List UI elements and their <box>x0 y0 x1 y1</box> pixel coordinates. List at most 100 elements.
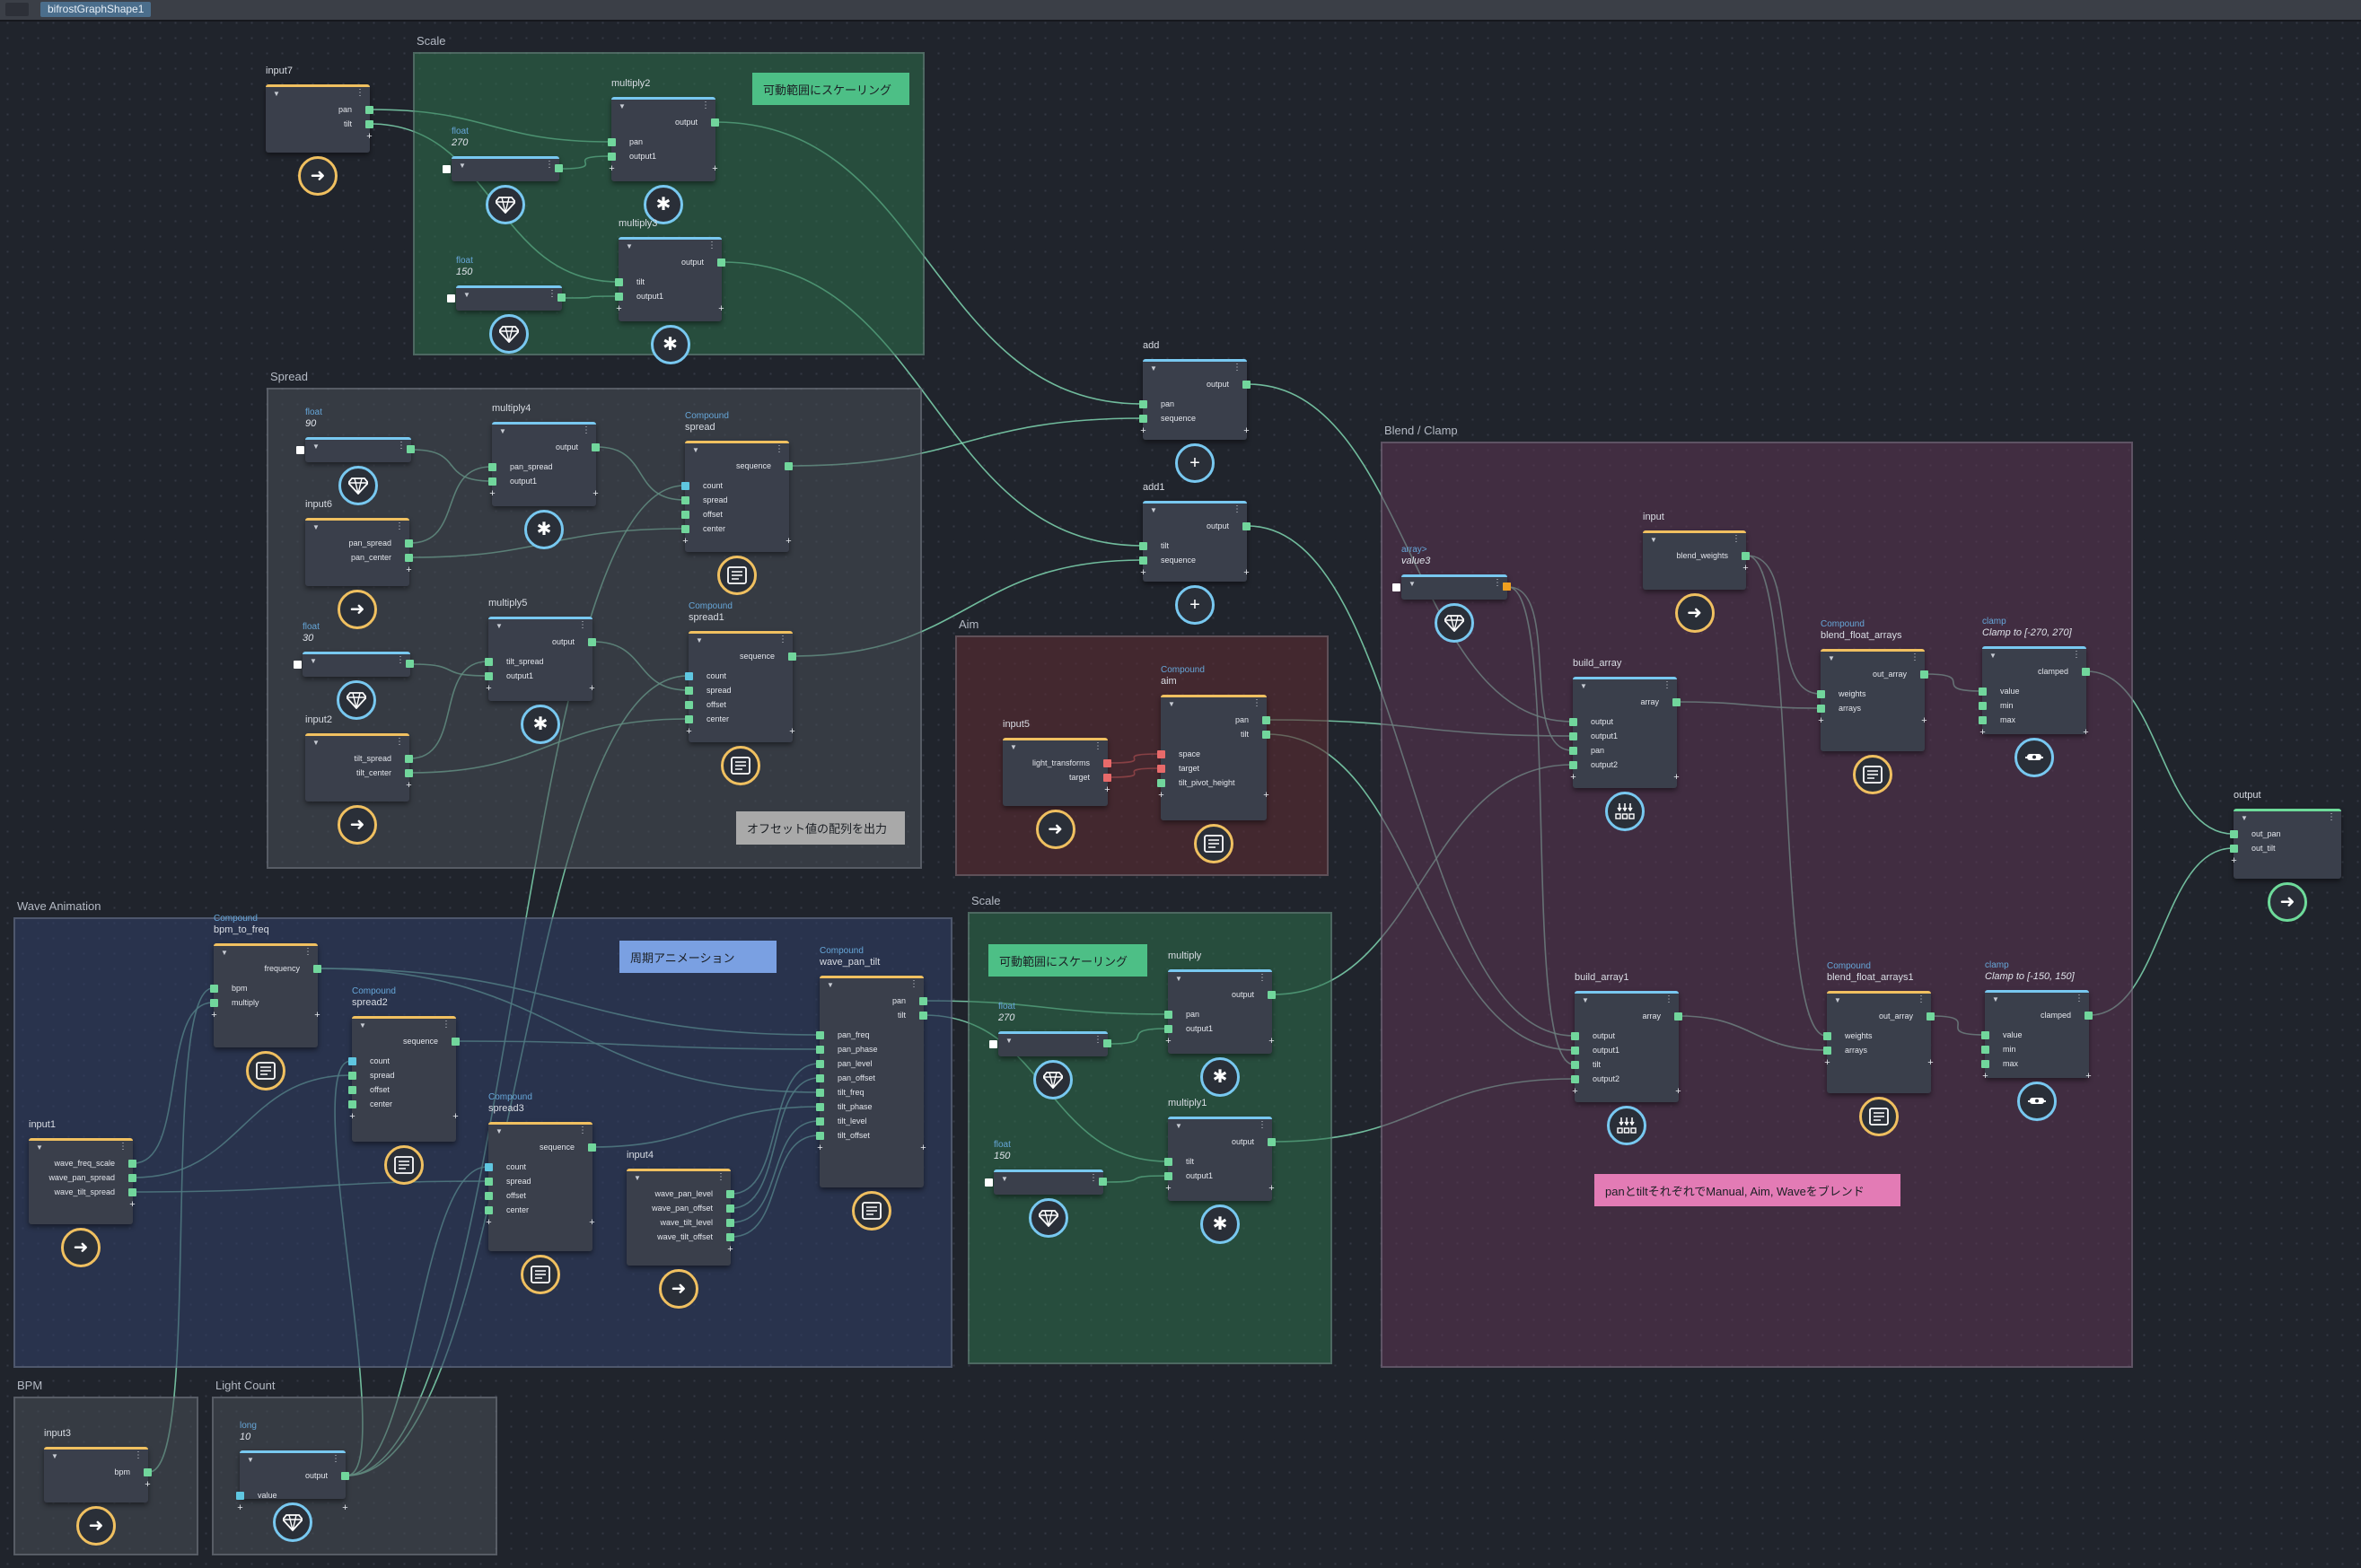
node-menu-icon[interactable]: ⋮ <box>395 521 404 531</box>
input-port-socket[interactable] <box>1571 1047 1579 1055</box>
add-input-port-icon[interactable]: + <box>349 1111 355 1122</box>
compound-icon[interactable] <box>521 1255 560 1294</box>
input-port-socket[interactable] <box>348 1057 356 1065</box>
input-port-socket[interactable] <box>1817 690 1825 698</box>
add-output-port-icon[interactable]: + <box>452 1111 459 1122</box>
add-input-port-icon[interactable]: + <box>1140 567 1146 578</box>
node-value[interactable]: value3 <box>1401 556 1431 566</box>
input-port-socket[interactable] <box>1979 688 1987 696</box>
input-port-socket[interactable] <box>1139 415 1147 423</box>
multiply-icon[interactable]: ✱ <box>644 185 683 224</box>
output-port-socket[interactable] <box>1262 731 1270 739</box>
collapse-caret-icon[interactable]: ▼ <box>1150 364 1157 372</box>
collapse-caret-icon[interactable]: ▼ <box>1001 1175 1008 1183</box>
value-gem-icon[interactable] <box>1435 603 1474 643</box>
compound-icon[interactable] <box>246 1051 285 1091</box>
node-menu-icon[interactable]: ⋮ <box>134 1450 143 1460</box>
multiply-icon[interactable]: ✱ <box>521 705 560 744</box>
clamp-icon[interactable] <box>2014 738 2054 777</box>
collapse-caret-icon[interactable]: ▼ <box>312 523 320 531</box>
add-output-port-icon[interactable]: + <box>789 726 795 737</box>
add-output-port-icon[interactable]: + <box>1673 772 1680 783</box>
output-port-socket[interactable] <box>1103 759 1111 767</box>
node-menu-icon[interactable]: ⋮ <box>701 101 710 110</box>
collapse-caret-icon[interactable]: ▼ <box>1409 580 1416 588</box>
input-port-socket[interactable] <box>816 1089 824 1097</box>
value-output-socket[interactable] <box>555 164 563 172</box>
collapse-caret-icon[interactable]: ▼ <box>359 1021 366 1029</box>
output-port-socket[interactable] <box>788 653 796 661</box>
output-port-socket[interactable] <box>785 462 793 470</box>
collapse-caret-icon[interactable]: ▼ <box>51 1452 58 1460</box>
output-port-socket[interactable] <box>1103 774 1111 782</box>
node-menu-icon[interactable]: ⋮ <box>1664 994 1673 1004</box>
node-menu-icon[interactable]: ⋮ <box>1917 994 1926 1004</box>
input-port-socket[interactable] <box>1157 765 1165 773</box>
collapse-caret-icon[interactable]: ▼ <box>1010 743 1017 751</box>
output-port-socket[interactable] <box>128 1160 136 1168</box>
input-port-socket[interactable] <box>1164 1025 1172 1033</box>
multiply-icon[interactable]: ✱ <box>1200 1057 1240 1097</box>
input-port-socket[interactable] <box>1981 1031 1989 1039</box>
collapse-caret-icon[interactable]: ▼ <box>312 739 320 747</box>
build-array-icon[interactable] <box>1605 792 1645 831</box>
add-output-port-icon[interactable]: + <box>314 1010 320 1021</box>
output-port-socket[interactable] <box>1927 1012 1935 1021</box>
output-port-socket[interactable] <box>711 118 719 127</box>
add-output-port-icon[interactable]: + <box>727 1244 733 1255</box>
value-input-socket[interactable] <box>443 165 451 173</box>
input-port-socket[interactable] <box>1571 1032 1579 1040</box>
add-output-port-icon[interactable]: + <box>342 1502 348 1513</box>
input-port-socket[interactable] <box>816 1103 824 1111</box>
collapse-caret-icon[interactable]: ▼ <box>496 1127 503 1135</box>
node-menu-icon[interactable]: ⋮ <box>909 979 918 989</box>
node-menu-icon[interactable]: ⋮ <box>1493 578 1502 588</box>
add-input-port-icon[interactable]: + <box>486 1217 492 1228</box>
input-port-socket[interactable] <box>348 1100 356 1108</box>
add-input-port-icon[interactable]: + <box>1165 1036 1172 1047</box>
value-gem-icon[interactable] <box>1033 1060 1073 1099</box>
input-port-socket[interactable] <box>1569 718 1577 726</box>
multiply-icon[interactable]: ✱ <box>1200 1204 1240 1244</box>
value-gem-icon[interactable] <box>338 466 378 505</box>
value-output-socket[interactable] <box>1503 583 1511 591</box>
collapse-caret-icon[interactable]: ▼ <box>1175 1122 1182 1130</box>
input-port-socket[interactable] <box>608 153 616 161</box>
collapse-caret-icon[interactable]: ▼ <box>692 446 699 454</box>
node-value[interactable]: 150 <box>994 1151 1011 1161</box>
multiply-icon[interactable]: ✱ <box>650 325 690 364</box>
value-input-socket[interactable] <box>294 661 302 669</box>
node-menu-icon[interactable]: ⋮ <box>716 1172 725 1182</box>
output-port-socket[interactable] <box>726 1204 734 1213</box>
compound-icon[interactable] <box>1859 1097 1899 1136</box>
input-port-socket[interactable] <box>1823 1047 1831 1055</box>
input-port-socket[interactable] <box>1569 747 1577 755</box>
add-input-port-icon[interactable]: + <box>1818 715 1824 726</box>
backdrop-wave[interactable]: Wave Animation <box>13 899 952 1368</box>
node-menu-icon[interactable]: ⋮ <box>1233 363 1242 372</box>
output-port-socket[interactable] <box>588 638 596 646</box>
add-input-port-icon[interactable]: + <box>1158 790 1164 801</box>
input-port-socket[interactable] <box>348 1086 356 1094</box>
input-port-socket[interactable] <box>1823 1032 1831 1040</box>
input-port-socket[interactable] <box>681 482 689 490</box>
add-output-port-icon[interactable]: + <box>2085 1071 2092 1082</box>
input-port-socket[interactable] <box>485 672 493 680</box>
node-value[interactable]: Clamp to [-150, 150] <box>1985 971 2075 982</box>
add-output-port-icon[interactable]: + <box>1104 784 1110 795</box>
add-output-port-icon[interactable]: + <box>1268 1183 1275 1194</box>
add-icon[interactable]: + <box>1175 585 1215 625</box>
add-input-port-icon[interactable]: + <box>1572 1086 1578 1097</box>
node-menu-icon[interactable]: ⋮ <box>778 635 787 644</box>
input-port-socket[interactable] <box>685 715 693 723</box>
